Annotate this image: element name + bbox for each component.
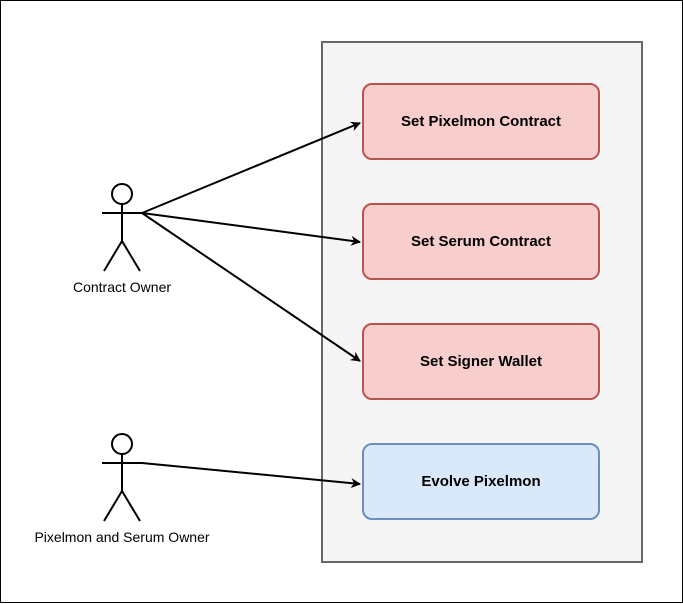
use-case-label: Set Signer Wallet [420,353,542,370]
actor-head [111,433,133,455]
actor-pixelmon-serum-owner [102,433,142,522]
association-arrow-set-pixelmon-contract [141,121,361,214]
actor-label-contract-owner: Contract Owner [72,279,172,295]
use-case-label: Evolve Pixelmon [421,473,541,490]
use-case-set-pixelmon-contract[interactable]: Set Pixelmon Contract [362,83,600,160]
actor-left-leg [103,240,123,272]
association-arrow-evolve-pixelmon [141,462,361,489]
association-arrow-set-serum-contract [141,212,361,246]
actor-head [111,183,133,205]
use-case-set-signer-wallet[interactable]: Set Signer Wallet [362,323,600,400]
actor-right-leg [121,490,141,522]
actor-contract-owner [102,183,142,272]
actor-label-pixelmon-serum-owner: Pixelmon and Serum Owner [34,529,210,545]
use-case-label: Set Serum Contract [410,233,552,250]
actor-left-leg [103,490,123,522]
use-case-evolve-pixelmon[interactable]: Evolve Pixelmon [362,443,600,520]
association-arrow-set-signer-wallet [141,212,361,362]
actor-right-leg [121,240,141,272]
use-case-set-serum-contract[interactable]: Set Serum Contract [362,203,600,280]
use-case-label: Set Pixelmon Contract [400,113,562,130]
